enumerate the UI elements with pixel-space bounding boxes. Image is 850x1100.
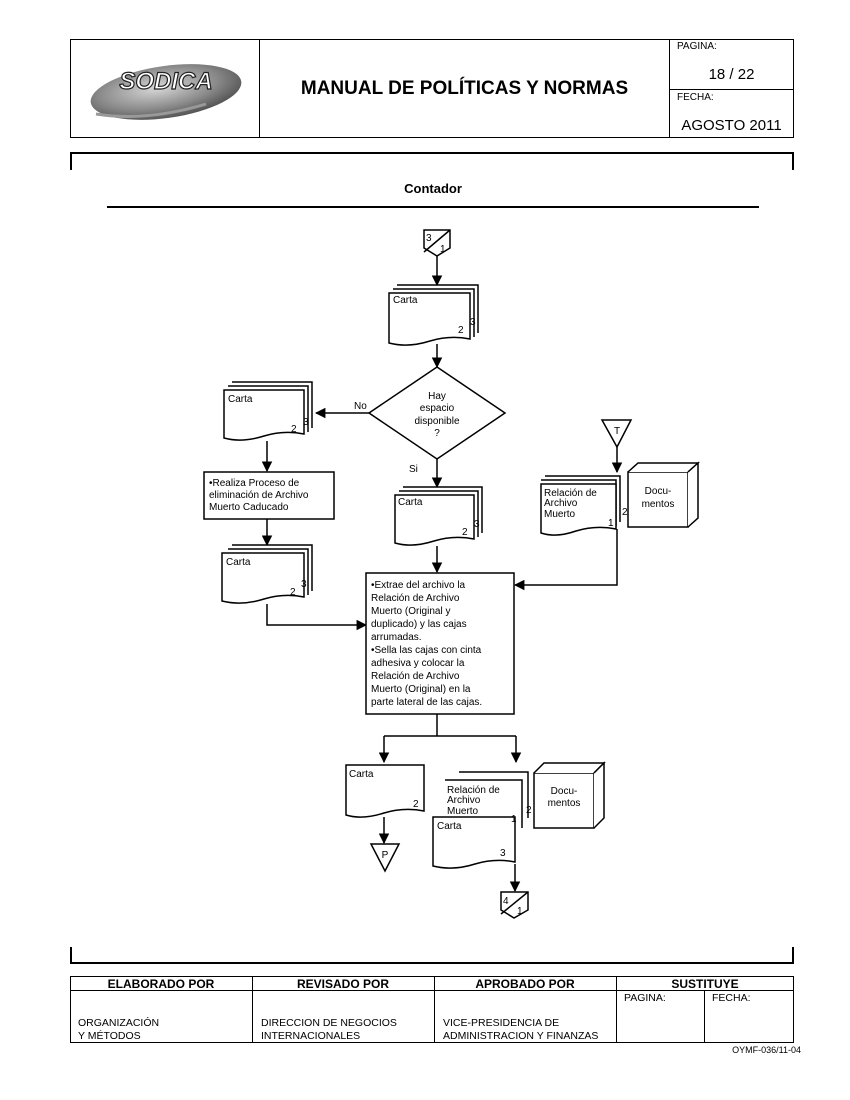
copy-num: 2 bbox=[290, 587, 296, 598]
docs-line: mentos bbox=[548, 798, 581, 809]
copy-num: 3 bbox=[470, 317, 476, 328]
off-page-connector-bottom bbox=[500, 891, 529, 919]
off-page-connector-top bbox=[423, 229, 451, 257]
section-rule bbox=[107, 206, 759, 208]
aprobado-header: APROBADO POR bbox=[475, 977, 575, 991]
elaborado-line-1: ORGANIZACIÓN bbox=[78, 1017, 160, 1029]
box-documentos-bottom bbox=[533, 761, 606, 829]
copy-num: 3 bbox=[301, 579, 307, 590]
process-left-line: eliminación de Archivo bbox=[209, 490, 309, 501]
body-bottom-bracket bbox=[70, 947, 794, 964]
copy-num: 2 bbox=[462, 527, 468, 538]
decision-line: disponible bbox=[414, 416, 459, 427]
copy-num: 1 bbox=[511, 814, 517, 825]
carta-label: Carta bbox=[349, 769, 374, 780]
carta-label: Carta bbox=[437, 821, 462, 832]
elaborado-line-2: Y MÉTODOS bbox=[78, 1030, 141, 1042]
document-relacion-right bbox=[540, 475, 621, 536]
no-label: No bbox=[354, 401, 367, 412]
form-code: OYMF-036/11-04 bbox=[732, 1045, 801, 1055]
revisado-header: REVISADO POR bbox=[296, 977, 389, 991]
revisado-line-2: INTERNACIONALES bbox=[261, 1030, 361, 1042]
process-main-line: Relación de Archivo bbox=[371, 593, 460, 604]
process-main-line: •Sella las cajas con cinta bbox=[371, 645, 482, 656]
footer-fecha-label: FECHA: bbox=[712, 992, 751, 1004]
conn-top-num-top: 3 bbox=[426, 233, 432, 244]
page-number: 18 / 22 bbox=[708, 66, 755, 83]
company-logo: SODICA bbox=[90, 64, 242, 120]
copy-num: 3 bbox=[303, 417, 309, 428]
relacion-line: Muerto bbox=[544, 509, 576, 520]
process-main-line: duplicado) y las cajas bbox=[371, 619, 467, 630]
decision-line: Hay bbox=[428, 391, 446, 402]
revisado-line-1: DIRECCION DE NEGOCIOS bbox=[261, 1017, 397, 1029]
carta-label: Carta bbox=[398, 497, 423, 508]
conn-bottom-num-bottom: 1 bbox=[517, 906, 523, 917]
process-main-line: adhesiva y colocar la bbox=[371, 658, 465, 669]
docs-line: mentos bbox=[642, 499, 675, 510]
decision-line: espacio bbox=[420, 403, 455, 414]
process-main-line: •Extrae del archivo la bbox=[371, 580, 466, 591]
conn-bottom-num-top: 4 bbox=[503, 896, 509, 907]
conn-top-num-bottom: 1 bbox=[440, 244, 446, 255]
copy-num: 1 bbox=[608, 518, 614, 529]
carta-label: Carta bbox=[393, 295, 418, 306]
process-eliminacion bbox=[203, 471, 335, 520]
docs-line: Docu- bbox=[645, 486, 672, 497]
process-main-line: Muerto (Original y bbox=[371, 606, 450, 617]
carta-label: Carta bbox=[228, 394, 253, 405]
footer-pagina-label: PAGINA: bbox=[624, 992, 666, 1004]
copy-num: 2 bbox=[291, 424, 297, 435]
carta-label: Carta bbox=[226, 557, 251, 568]
copy-num: 2 bbox=[458, 325, 464, 336]
relacion-line: Archivo bbox=[544, 498, 578, 509]
process-main-line: parte lateral de las cajas. bbox=[371, 697, 482, 708]
box-documentos-right bbox=[627, 461, 700, 528]
relacion-line: Muerto bbox=[447, 806, 479, 817]
copy-num: 3 bbox=[500, 848, 506, 859]
document-relacion-bottom bbox=[432, 771, 529, 869]
date-label: FECHA: bbox=[677, 92, 714, 103]
document-carta-center bbox=[394, 486, 483, 546]
section-title: Contador bbox=[404, 181, 462, 196]
aprobado-line-1: VICE-PRESIDENCIA DE bbox=[443, 1017, 560, 1029]
process-left-line: Muerto Caducado bbox=[209, 502, 289, 513]
relacion-line: Relación de bbox=[447, 785, 500, 796]
copy-num: 2 bbox=[413, 799, 419, 810]
document-carta-left-2 bbox=[221, 544, 313, 604]
date-value: AGOSTO 2011 bbox=[681, 117, 782, 134]
body-top-bracket bbox=[70, 152, 794, 170]
sustituye-header: SUSTITUYE bbox=[671, 977, 739, 991]
process-main-line: Muerto (Original) en la bbox=[371, 684, 471, 695]
logo-text: SODICA bbox=[119, 68, 212, 95]
aprobado-line-2: ADMINISTRACION Y FINANZAS bbox=[443, 1030, 599, 1042]
document-carta-bottom-left bbox=[345, 764, 425, 818]
t-label: T bbox=[614, 426, 620, 437]
copy-num: 2 bbox=[526, 805, 532, 816]
relacion-line: Relación de bbox=[544, 488, 597, 499]
docs-line: Docu- bbox=[551, 786, 578, 797]
file-connector-t bbox=[600, 419, 633, 449]
si-label: Si bbox=[409, 464, 418, 475]
p-label: P bbox=[382, 850, 389, 861]
elaborado-header: ELABORADO POR bbox=[107, 977, 215, 991]
decision-line: ? bbox=[434, 428, 440, 439]
document-title: MANUAL DE POLÍTICAS Y NORMAS bbox=[300, 78, 629, 99]
process-left-line: •Realiza Proceso de bbox=[209, 478, 300, 489]
copy-num: 2 bbox=[622, 507, 628, 518]
process-main-line: Relación de Archivo bbox=[371, 671, 460, 682]
relacion-line: Archivo bbox=[447, 795, 481, 806]
process-main bbox=[365, 572, 515, 715]
process-main-line: arrumadas. bbox=[371, 632, 422, 643]
document-carta-left-1 bbox=[223, 381, 313, 441]
copy-num: 3 bbox=[474, 519, 480, 530]
page-label: PAGINA: bbox=[677, 41, 717, 52]
document-carta-top bbox=[388, 284, 479, 346]
connector-p bbox=[369, 843, 401, 873]
